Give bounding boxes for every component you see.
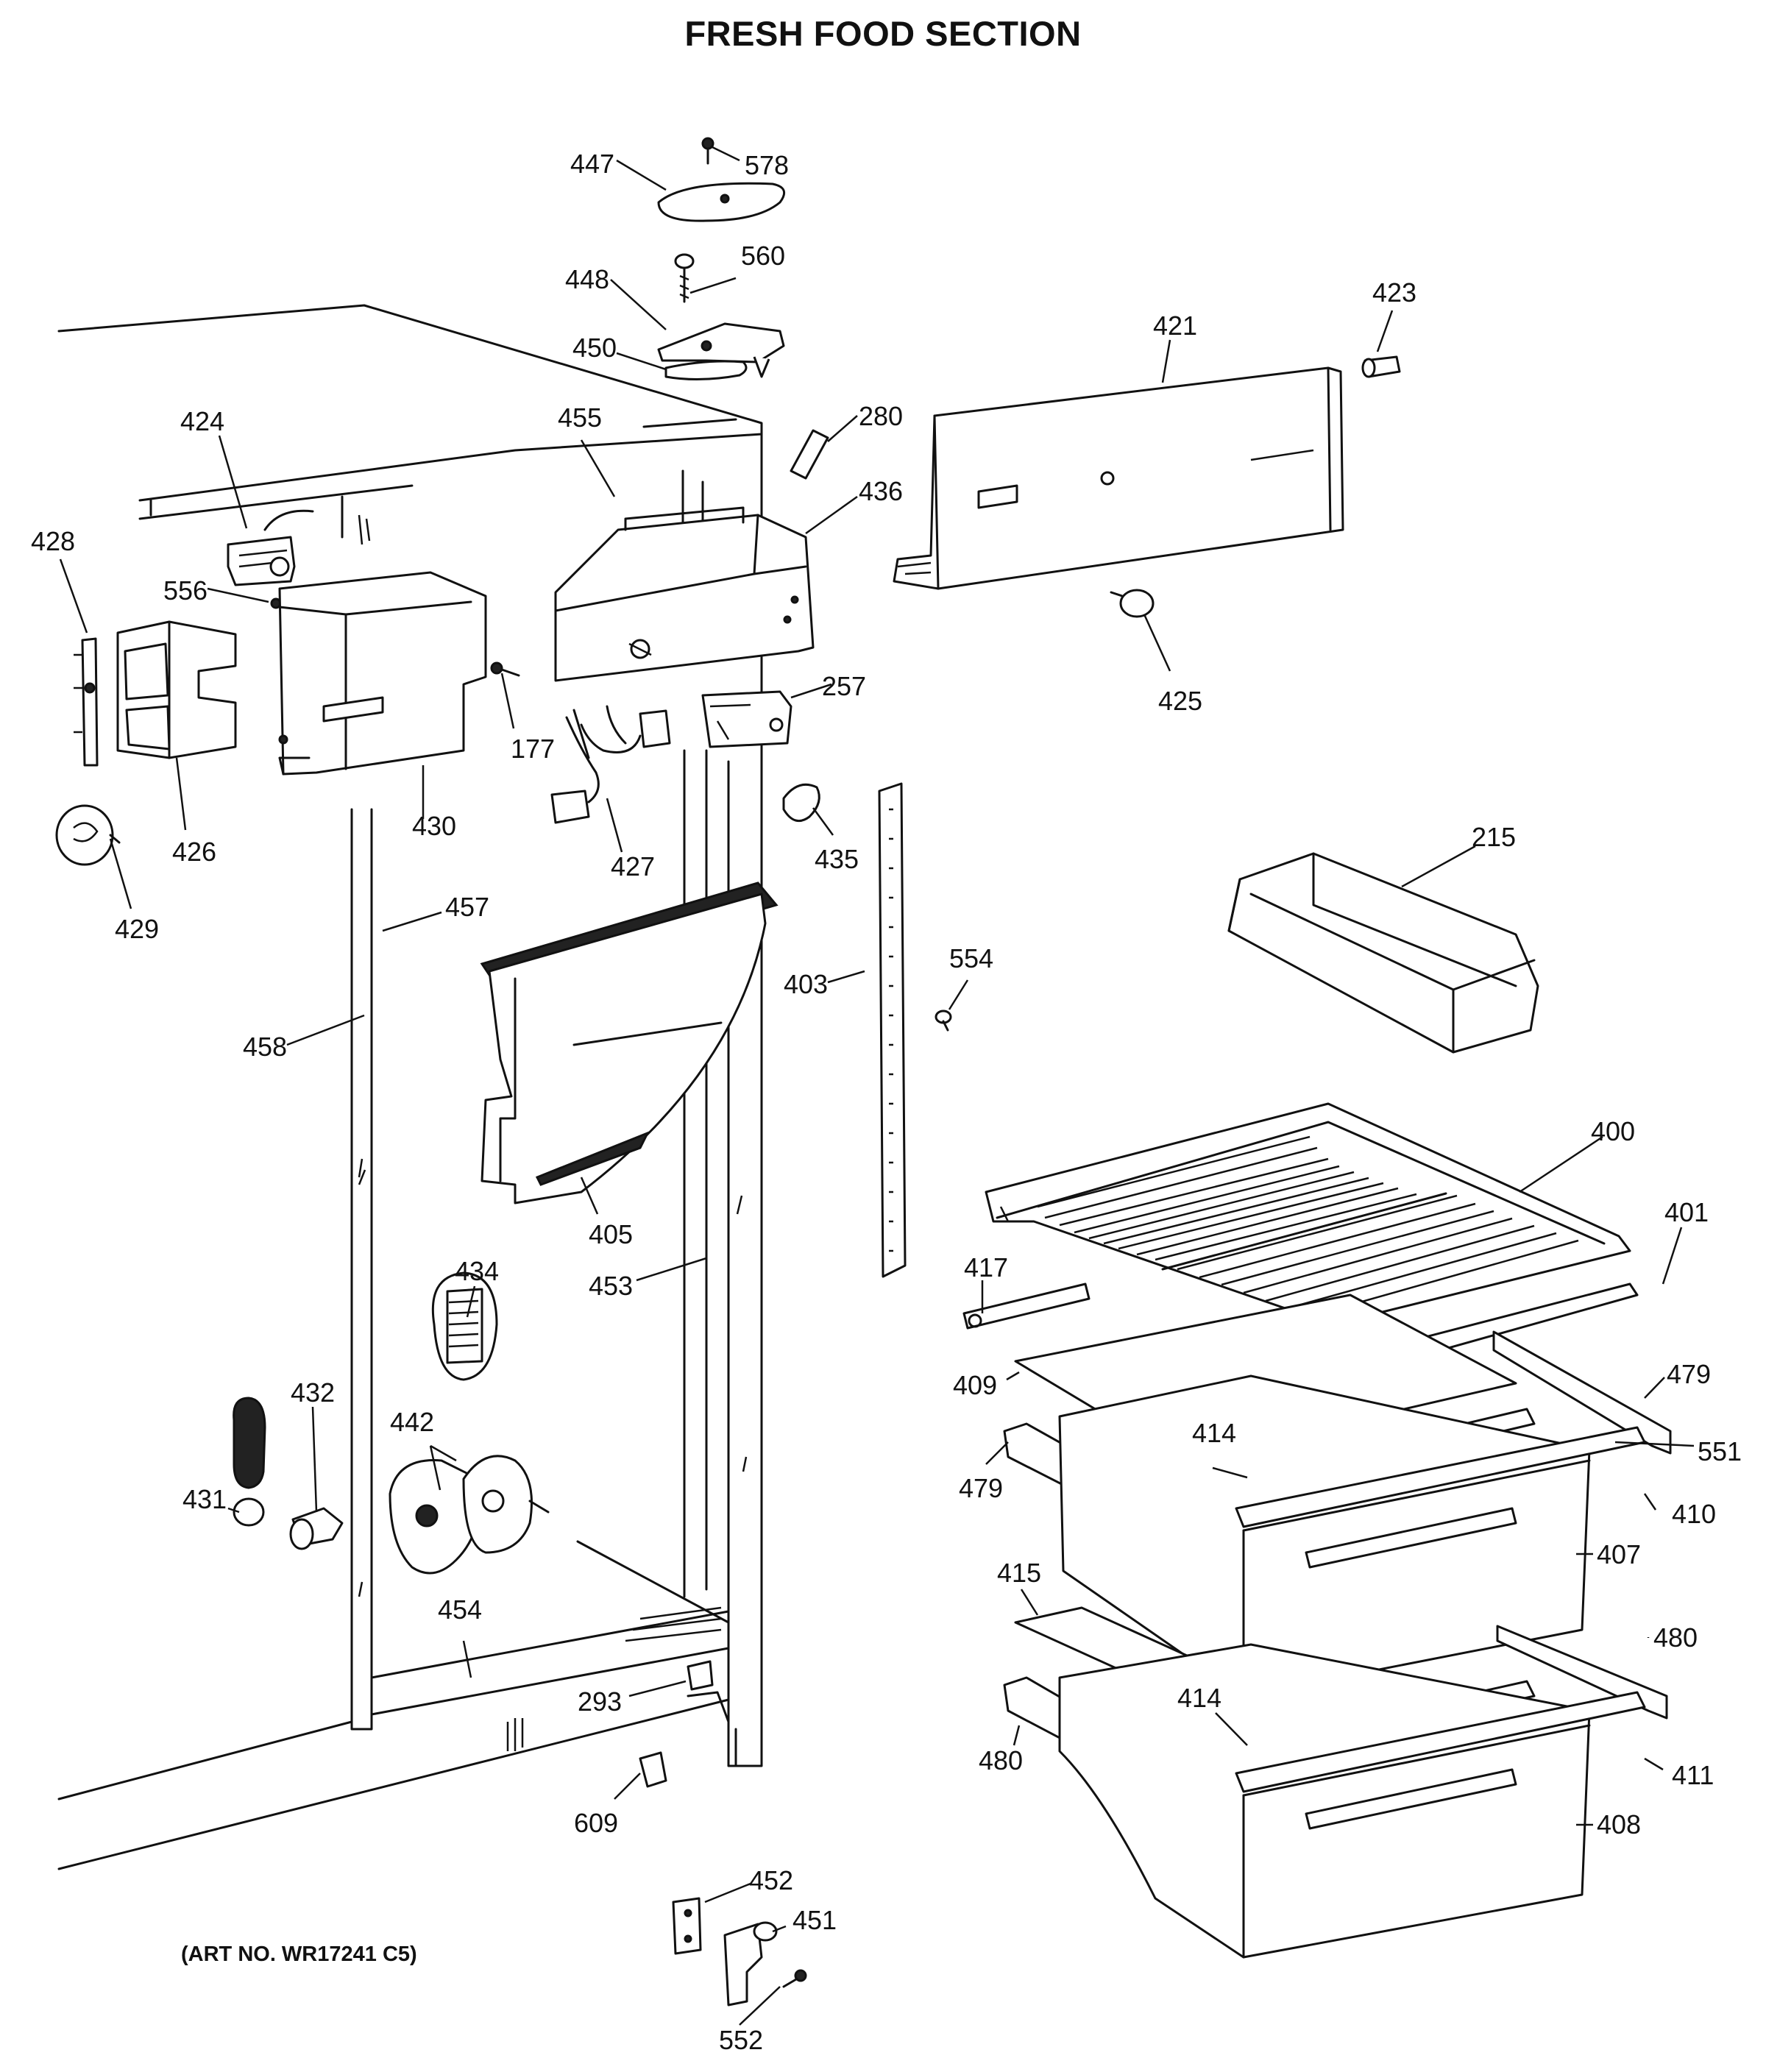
callout-403: 403	[784, 969, 828, 999]
part-430-evaporator-cover	[278, 571, 487, 776]
callout-480-left: 480	[979, 1745, 1023, 1775]
callout-409: 409	[953, 1370, 997, 1400]
callout-480-right: 480	[1653, 1622, 1698, 1653]
callout-554: 554	[949, 943, 993, 973]
part-442-temperature-control	[389, 1455, 550, 1575]
part-177-screw	[490, 661, 520, 677]
part-448-hinge	[657, 322, 785, 378]
part-447-hinge-cover	[657, 182, 786, 222]
leader-lines	[59, 146, 1695, 2026]
part-427-wire-harness	[550, 705, 671, 824]
part-560-screw	[674, 253, 695, 303]
callout-448: 448	[565, 264, 609, 294]
part-421-control-panel	[893, 366, 1344, 590]
part-424-fan-motor	[227, 509, 314, 586]
callout-215: 215	[1472, 822, 1516, 852]
part-429-fan-blade	[55, 804, 121, 866]
page-title: FRESH FOOD SECTION	[684, 14, 1082, 53]
callout-415: 415	[997, 1558, 1041, 1588]
callout-293: 293	[578, 1686, 622, 1717]
part-407-crisper-drawer	[1058, 1374, 1646, 1697]
callout-414-upper: 414	[1192, 1418, 1236, 1448]
callout-408: 408	[1597, 1809, 1641, 1839]
callout-401: 401	[1664, 1197, 1709, 1227]
part-431-plug	[233, 1397, 266, 1527]
part-451-hinge	[723, 1921, 778, 2007]
callout-400: 400	[1591, 1116, 1635, 1146]
callout-450: 450	[572, 333, 617, 363]
callout-410: 410	[1672, 1499, 1716, 1529]
callout-405: 405	[589, 1219, 633, 1249]
callout-414-lower: 414	[1177, 1683, 1221, 1713]
part-479-slide-right	[1492, 1330, 1672, 1455]
part-426-fan-shroud	[116, 620, 237, 759]
art-number-note: (ART NO. WR17241 C5)	[181, 1942, 417, 1966]
callout-479-left: 479	[959, 1473, 1003, 1503]
callout-435: 435	[815, 844, 859, 874]
part-436-air-duct	[554, 506, 815, 682]
callout-457: 457	[445, 892, 489, 922]
part-408-crisper-drawer	[1058, 1643, 1646, 1959]
callout-428: 428	[31, 526, 75, 556]
callout-578: 578	[745, 150, 789, 180]
callout-454: 454	[438, 1594, 482, 1625]
part-257-defrost-timer	[701, 690, 792, 748]
callout-458: 458	[243, 1032, 287, 1062]
callout-257: 257	[822, 671, 866, 701]
callout-labels: 447 578 448 560 450 423 421 424 455 280 …	[31, 149, 1742, 2055]
callout-423: 423	[1372, 277, 1416, 308]
callout-455: 455	[558, 402, 602, 433]
callout-453: 453	[589, 1271, 633, 1301]
part-554-screw	[935, 1010, 952, 1032]
part-428-bracket	[74, 637, 99, 767]
callout-425: 425	[1158, 686, 1202, 716]
callout-434: 434	[455, 1256, 499, 1286]
callout-426: 426	[172, 837, 216, 867]
callout-447: 447	[570, 149, 614, 179]
callout-551: 551	[1698, 1436, 1742, 1466]
callout-421: 421	[1153, 311, 1197, 341]
callout-429: 429	[115, 914, 159, 944]
part-403-shelf-ladder	[878, 782, 907, 1278]
callout-609: 609	[574, 1808, 618, 1838]
callout-177: 177	[511, 734, 555, 764]
part-609-bracket	[639, 1751, 667, 1788]
part-423-knob	[1361, 355, 1401, 378]
part-578-screw	[701, 137, 714, 165]
callout-417: 417	[964, 1252, 1008, 1282]
part-434-light-shield	[431, 1271, 498, 1381]
callout-436: 436	[859, 476, 903, 506]
part-400-wire-shelf	[985, 1102, 1631, 1326]
part-405-crisper-cover	[480, 881, 779, 1204]
part-450-shim	[664, 360, 748, 381]
callout-427: 427	[611, 851, 655, 881]
part-432-bushing	[289, 1507, 344, 1550]
part-435-light-socket	[782, 783, 820, 823]
callout-430: 430	[412, 811, 456, 841]
callout-560: 560	[741, 241, 785, 271]
callout-411: 411	[1672, 1760, 1714, 1790]
callout-407: 407	[1597, 1539, 1641, 1569]
callout-552: 552	[719, 2025, 763, 2055]
callout-280: 280	[859, 401, 903, 431]
callout-452: 452	[749, 1865, 793, 1895]
callout-432: 432	[291, 1377, 335, 1408]
part-293-clip	[687, 1660, 730, 1723]
callout-442: 442	[390, 1407, 434, 1437]
callout-451: 451	[792, 1905, 837, 1935]
part-452-plate	[672, 1897, 702, 1955]
part-417-shelf-bracket	[962, 1282, 1091, 1330]
part-552-screw	[782, 1969, 807, 1988]
callout-431: 431	[182, 1484, 227, 1514]
callout-424: 424	[180, 406, 224, 436]
part-425-knob	[1110, 589, 1155, 618]
callout-556: 556	[163, 575, 208, 606]
part-215-shelf-bin	[1227, 852, 1539, 1054]
callout-479-right: 479	[1667, 1359, 1711, 1389]
part-280-tube	[790, 429, 829, 480]
cabinet-liner	[57, 304, 763, 1870]
